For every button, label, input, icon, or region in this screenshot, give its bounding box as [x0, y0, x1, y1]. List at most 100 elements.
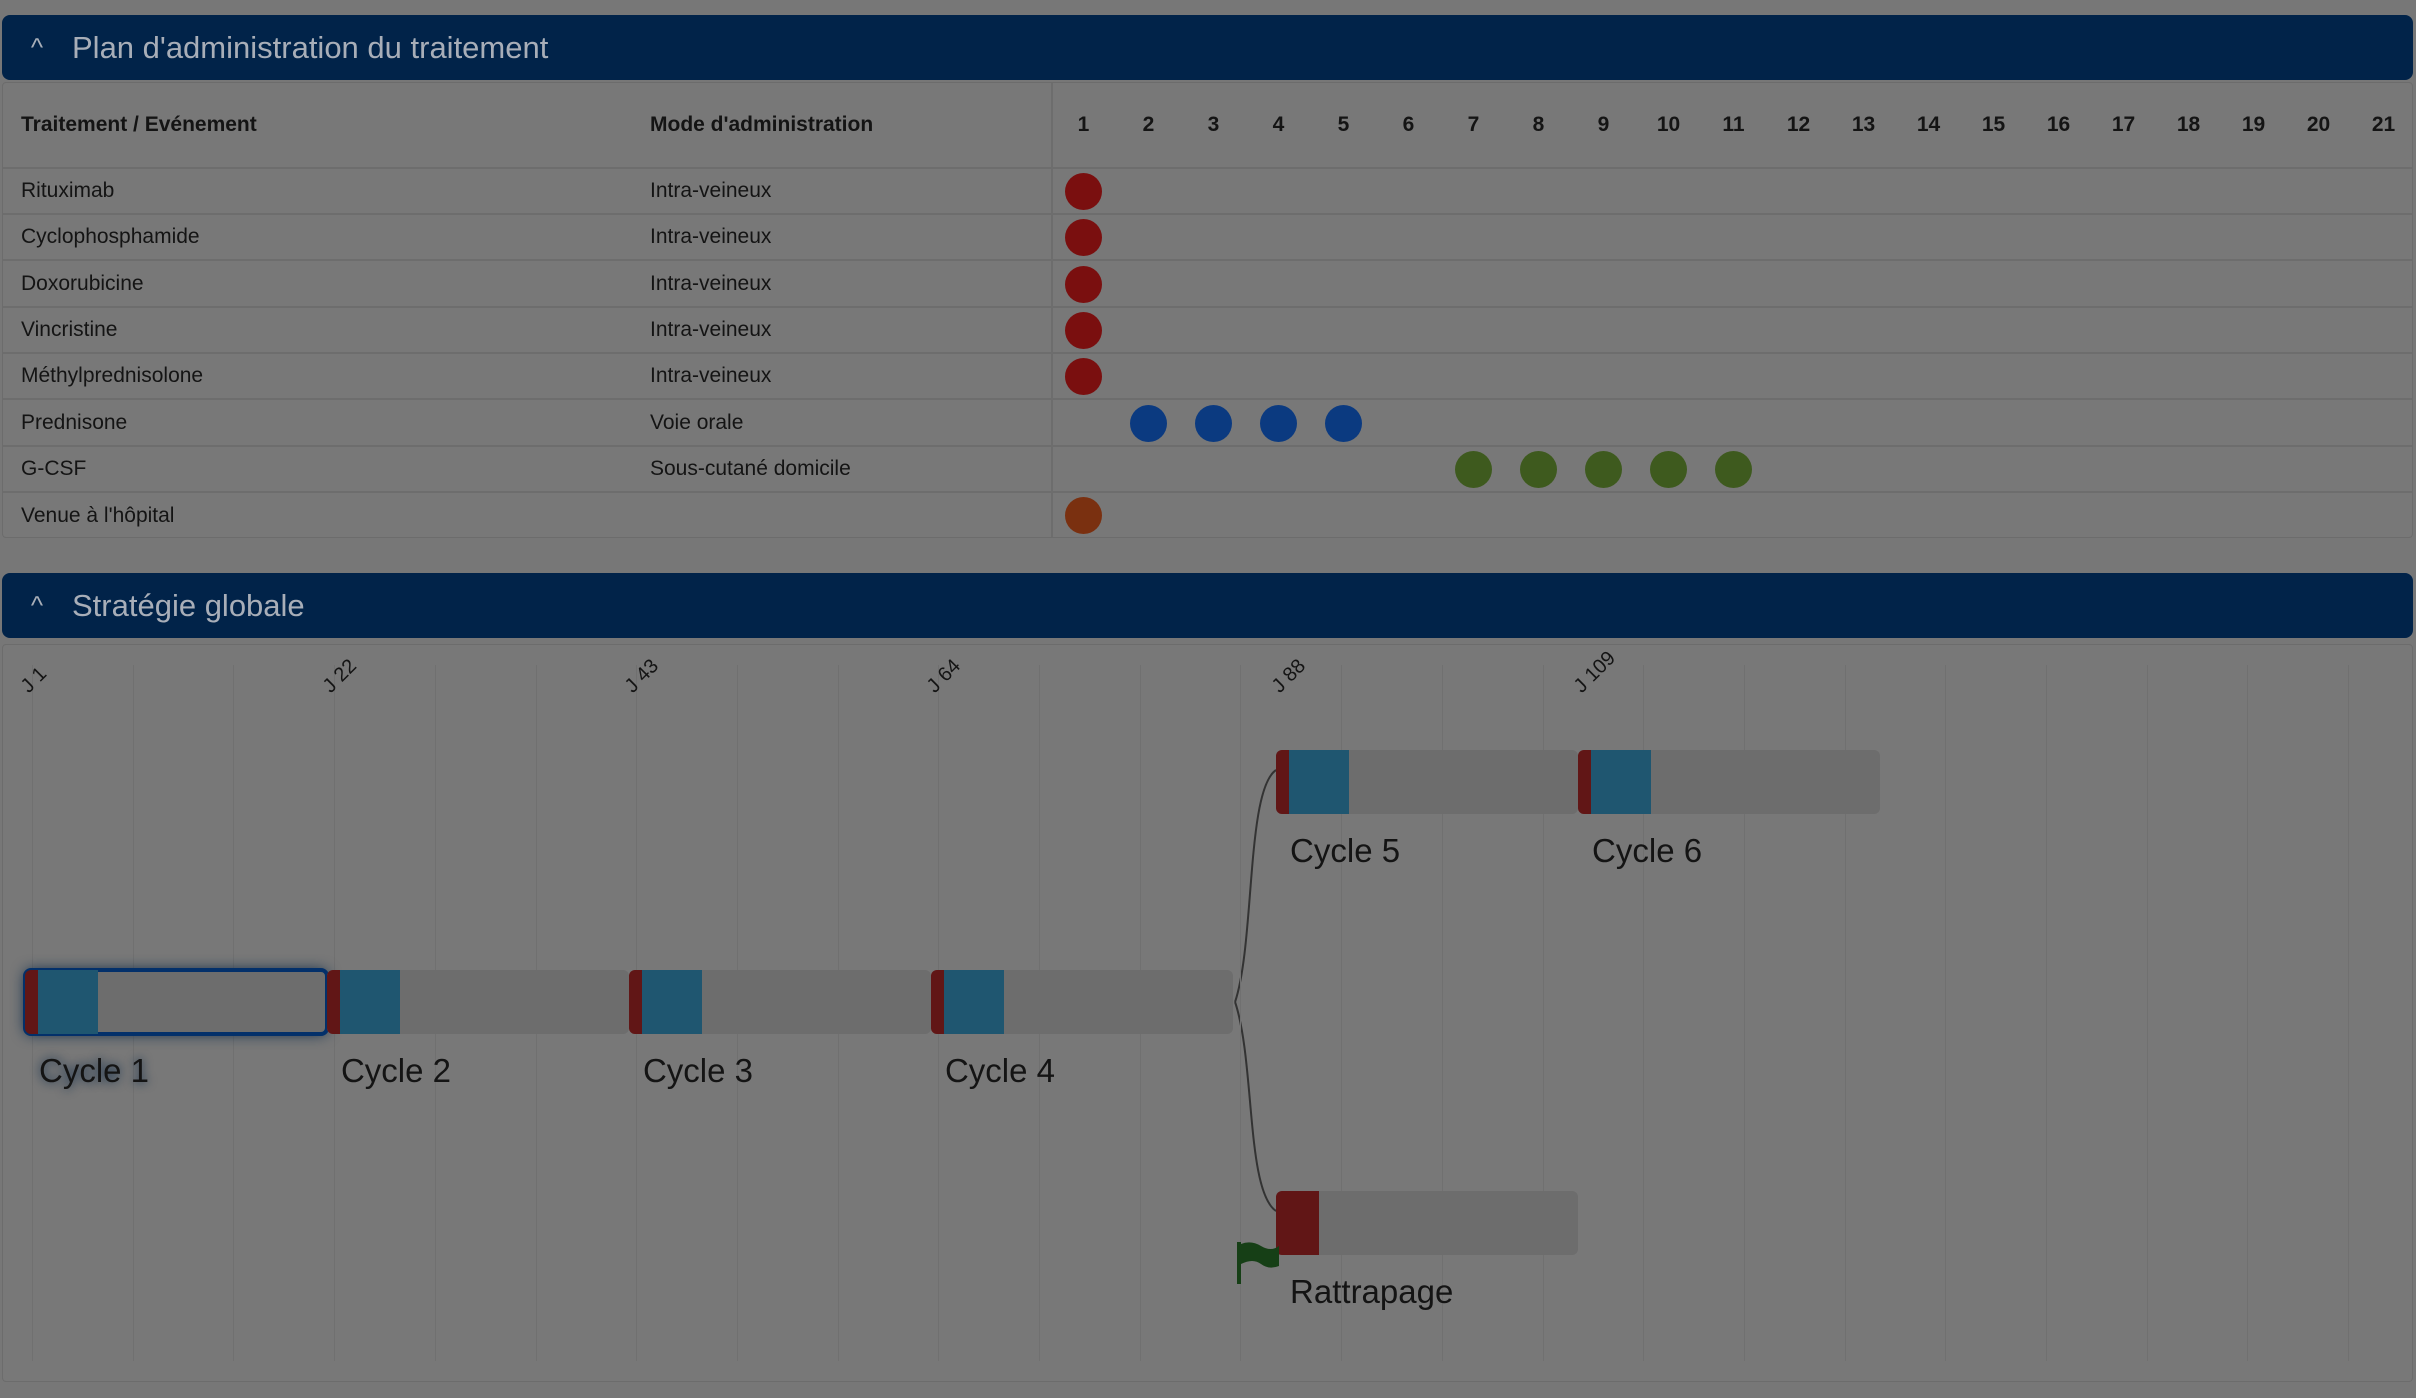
cycle-label[interactable]: Cycle 1 [39, 1052, 150, 1089]
treatment-name: Cyclophosphamide [21, 225, 200, 249]
rescue-segment [1276, 1191, 1320, 1255]
chevron-up-icon[interactable]: ^ [30, 32, 44, 62]
administration-table: Traitement / Evénement Mode d'administra… [2, 82, 2413, 538]
administration-dot[interactable] [1065, 219, 1102, 257]
administration-dot[interactable] [1585, 450, 1622, 488]
administration-dot[interactable] [1065, 358, 1102, 396]
day-header: 12 [1786, 113, 1811, 136]
cycle-label[interactable]: Cycle 4 [944, 1052, 1055, 1089]
treatment-name: Méthylprednisolone [21, 364, 204, 388]
day-header: 6 [1402, 113, 1415, 136]
cycle-bar[interactable] [628, 970, 931, 1034]
table-row: Venue à l'hôpital [3, 493, 2412, 539]
cycle-bar[interactable] [930, 970, 1233, 1034]
administration-dot[interactable] [1455, 450, 1492, 488]
section-title: Stratégie globale [72, 587, 305, 623]
day-header: 17 [2111, 113, 2136, 136]
table-row: Méthylprednisolone Intra-veineux [3, 354, 2412, 401]
column-header-mode: Mode d'administration [650, 113, 874, 136]
treatment-name: Vincristine [21, 317, 118, 341]
admin-day-segment [1578, 750, 1592, 814]
treatment-segment [339, 970, 400, 1034]
administration-dot[interactable] [1520, 450, 1557, 488]
treatment-segment [641, 970, 702, 1034]
day-header: 11 [1722, 113, 1745, 136]
grid-line [1945, 665, 1947, 1361]
table-header-row: Traitement / Evénement Mode d'administra… [3, 83, 2412, 169]
cycle-bar[interactable] [326, 970, 629, 1034]
treatment-segment [943, 970, 1004, 1034]
section-title: Plan d'administration du traitement [72, 29, 549, 65]
treatment-segment [38, 970, 98, 1034]
administration-mode: Intra-veineux [650, 317, 772, 341]
administration-mode: Intra-veineux [650, 271, 772, 295]
cycle-bar[interactable] [1578, 750, 1881, 814]
flag-icon [1235, 1240, 1281, 1291]
cycle-label[interactable]: Rattrapage [1290, 1273, 1454, 1310]
grid-line [1743, 665, 1745, 1361]
treatment-name: Rituximab [21, 179, 115, 202]
grid-line [1643, 665, 1645, 1361]
day-header: 9 [1597, 113, 1610, 136]
day-header: 20 [2306, 113, 2331, 136]
treatment-segment [1289, 750, 1350, 814]
grid-line [2146, 665, 2148, 1361]
day-header: 18 [2176, 113, 2201, 136]
administration-dot[interactable] [1065, 265, 1102, 303]
column-header-treatment: Traitement / Evénement [21, 113, 257, 136]
cycle-bar[interactable] [1276, 1191, 1579, 1255]
day-header: 4 [1272, 113, 1285, 136]
admin-day-segment [1276, 750, 1290, 814]
day-header: 21 [2371, 113, 2396, 136]
cycle-label[interactable]: Cycle 6 [1592, 832, 1703, 869]
day-header: 16 [2046, 113, 2071, 136]
day-header: 5 [1337, 113, 1350, 136]
day-header: 15 [1981, 113, 2006, 136]
strategy-section-header[interactable]: ^ Stratégie globale [2, 573, 2413, 638]
cycle-label[interactable]: Cycle 5 [1290, 832, 1401, 869]
grid-line [1542, 665, 1544, 1361]
day-header: 13 [1851, 113, 1876, 136]
cycle-bar[interactable] [23, 968, 329, 1036]
treatment-name: Venue à l'hôpital [21, 504, 175, 528]
column-divider [1051, 83, 1053, 537]
administration-dot[interactable] [1650, 450, 1687, 488]
cycle-label[interactable]: Cycle 3 [642, 1052, 753, 1089]
chevron-up-icon[interactable]: ^ [30, 590, 44, 620]
administration-mode: Sous-cutané domicile [650, 456, 851, 480]
treatment-segment [1591, 750, 1652, 814]
grid-line [2046, 665, 2047, 1361]
day-header: 10 [1656, 113, 1681, 136]
admin-day-segment [628, 970, 642, 1034]
admin-day-segment [930, 970, 944, 1034]
administration-dot[interactable] [1195, 404, 1232, 442]
administration-dot[interactable] [1130, 404, 1167, 442]
administration-dot[interactable] [1715, 450, 1752, 488]
cycle-label[interactable]: Cycle 2 [340, 1052, 452, 1089]
administration-dot[interactable] [1260, 404, 1297, 442]
administration-mode: Voie orale [650, 410, 744, 434]
administration-dot[interactable] [1325, 404, 1362, 442]
grid-line [2348, 665, 2350, 1361]
administration-mode: Intra-veineux [650, 364, 772, 388]
grid-line [1441, 665, 1443, 1361]
day-header: 19 [2241, 113, 2266, 136]
grid-line [1240, 665, 1242, 1361]
grid-line [1341, 665, 1343, 1361]
admin-day-segment [326, 970, 340, 1034]
day-header: 8 [1532, 113, 1545, 136]
treatment-name: Prednisone [21, 410, 128, 434]
grid-line [2247, 665, 2249, 1361]
plan-section-header[interactable]: ^ Plan d'administration du traitement [2, 15, 2413, 80]
administration-dot[interactable] [1065, 497, 1102, 535]
administration-dot[interactable] [1065, 173, 1102, 210]
cycle-bar[interactable] [1276, 750, 1579, 814]
administration-dot[interactable] [1065, 311, 1102, 349]
day-header: 1 [1077, 113, 1090, 136]
day-header: 7 [1467, 113, 1480, 136]
